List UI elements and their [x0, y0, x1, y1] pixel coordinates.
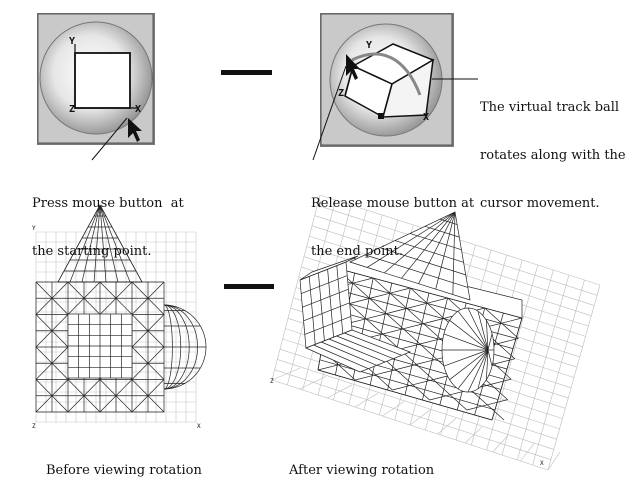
caption-end: Release mouse button at the end point. — [311, 164, 474, 276]
leader-line-start — [91, 117, 128, 161]
house-mesh — [35, 204, 207, 413]
trackball-note-line2: rotates along with the — [480, 148, 626, 163]
mesh-before-rotation: Y Z X — [32, 204, 207, 430]
house-mesh-rotated — [299, 211, 523, 421]
axis-label-y: Y — [318, 201, 322, 208]
axis-label-z: Z — [32, 423, 36, 430]
rotation-path — [351, 52, 422, 96]
axis-label-x: X — [135, 104, 141, 115]
axis-label-y: Y — [366, 40, 372, 51]
axis-label-x: X — [423, 112, 429, 123]
caption-before-rotation: Before viewing rotation — [46, 463, 202, 478]
axis-label-x: X — [197, 423, 201, 430]
trackball-end: Y Z X — [320, 13, 454, 147]
trackball-start: Y Z X — [37, 13, 155, 145]
dash-top — [221, 70, 272, 75]
caption-start-line2: the starting point. — [32, 244, 152, 259]
axis-box-front — [74, 52, 131, 109]
leader-line-end — [312, 65, 347, 161]
caption-end-line2: the end point. — [311, 244, 403, 259]
trackball-note-line3: cursor movement. — [480, 196, 600, 211]
caption-start: Press mouse button at the starting point… — [32, 164, 184, 276]
caption-after-rotation: After viewing rotation — [289, 463, 435, 478]
axis-label-y: Y — [69, 36, 75, 47]
cursor-arrow-icon — [128, 118, 142, 142]
trackball-note-line1: The virtual track ball — [480, 100, 620, 115]
caption-end-line1: Release mouse button at — [311, 196, 475, 211]
axis-label-z: Z — [69, 104, 75, 115]
axis-label-y: Y — [32, 225, 36, 232]
caption-start-line1: Press mouse button at — [32, 196, 184, 211]
mesh-after-rotation: Y Z X — [270, 194, 601, 471]
axis-label-z: Z — [338, 88, 344, 99]
dash-bottom — [224, 284, 274, 289]
axis-label-x: X — [540, 460, 544, 467]
axis-label-z: Z — [270, 378, 274, 385]
trackball-note: The virtual track ball rotates along wit… — [480, 68, 626, 228]
cursor-arrow-icon — [346, 54, 360, 80]
